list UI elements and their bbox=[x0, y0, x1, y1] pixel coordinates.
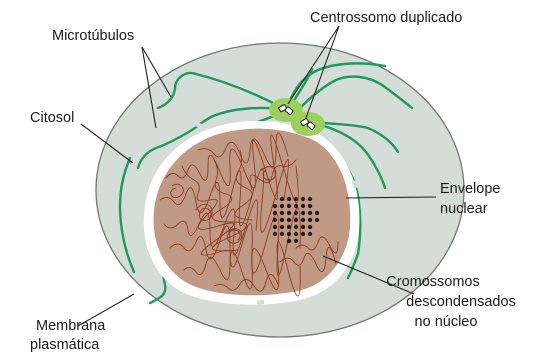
nucleolus-dot bbox=[301, 211, 305, 215]
label-membrana-line1: Membrana bbox=[36, 318, 106, 334]
nucleolus-dot bbox=[308, 218, 312, 222]
nucleolus-dot bbox=[280, 211, 284, 215]
nucleolus-dot bbox=[308, 225, 312, 229]
nucleolus-dot bbox=[287, 197, 291, 201]
label-centrossomo: Centrossomo duplicado bbox=[310, 10, 462, 26]
label-cromossomos-line1: Cromossomos bbox=[386, 274, 479, 290]
nucleolus-dot bbox=[301, 218, 305, 222]
nucleolus-dot bbox=[273, 225, 277, 229]
label-microtubulos: Microtúbulos bbox=[52, 28, 134, 44]
nucleolus-dot bbox=[287, 211, 291, 215]
nucleolus-dot bbox=[287, 225, 291, 229]
nucleolus-dot bbox=[301, 232, 305, 236]
nucleolus-dot bbox=[301, 197, 305, 201]
label-envelope-line1: Envelope bbox=[440, 181, 500, 197]
nucleolus-dot bbox=[273, 232, 277, 236]
nucleolus-dot bbox=[294, 232, 298, 236]
nucleolus-dot bbox=[315, 218, 319, 222]
nucleolus-dot bbox=[287, 218, 291, 222]
nucleolus-dot bbox=[294, 218, 298, 222]
nucleolus-dot bbox=[301, 204, 305, 208]
label-membrana-line2: plasmática bbox=[30, 337, 100, 353]
nucleolus-dot bbox=[308, 232, 312, 236]
label-cromossomos-line2: descondensados bbox=[406, 294, 516, 310]
nucleolus-dot bbox=[308, 204, 312, 208]
nucleolus-dot bbox=[294, 239, 298, 243]
nucleolus-dot bbox=[308, 197, 312, 201]
nucleolus-dot bbox=[280, 197, 284, 201]
label-citosol: Citosol bbox=[30, 110, 74, 126]
nucleolus-dot bbox=[287, 232, 291, 236]
nucleolus-dot bbox=[273, 218, 277, 222]
nucleolus-dot bbox=[280, 218, 284, 222]
nucleolus-dot bbox=[287, 204, 291, 208]
nucleolus-dot bbox=[294, 225, 298, 229]
nucleolus-dot bbox=[294, 204, 298, 208]
nucleolus-dot bbox=[280, 232, 284, 236]
nucleolus-dot bbox=[273, 204, 277, 208]
nucleolus-dot bbox=[294, 197, 298, 201]
label-envelope-line2: nuclear bbox=[440, 201, 488, 217]
nucleolus-dot bbox=[280, 204, 284, 208]
nucleolus-dot bbox=[280, 225, 284, 229]
nucleolus-dot bbox=[287, 239, 291, 243]
nucleolus-dot bbox=[273, 211, 277, 215]
nucleolus-dot bbox=[308, 211, 312, 215]
label-cromossomos-line3: no núcleo bbox=[415, 314, 478, 330]
nucleolus-dot bbox=[301, 225, 305, 229]
nucleolus-dot bbox=[315, 211, 319, 215]
nucleolus-dot bbox=[294, 211, 298, 215]
